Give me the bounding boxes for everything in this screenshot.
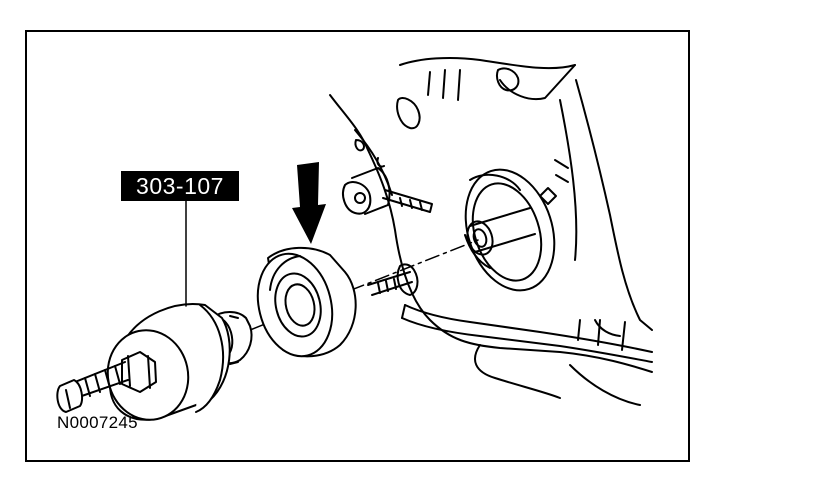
down-arrow-icon: [292, 162, 326, 244]
seal-installer-tool: [56, 303, 253, 421]
mounting-bracket: [342, 167, 433, 215]
figure-id: N0007245: [57, 413, 138, 432]
timing-cover-stud: [367, 263, 419, 296]
crankshaft-front-seal: [256, 246, 357, 358]
oil-pan-rail: [401, 304, 653, 406]
engine-front-cover: [329, 56, 653, 373]
tool-number-label: 303-107: [121, 171, 239, 201]
crankshaft-seal-bore: [464, 168, 556, 292]
